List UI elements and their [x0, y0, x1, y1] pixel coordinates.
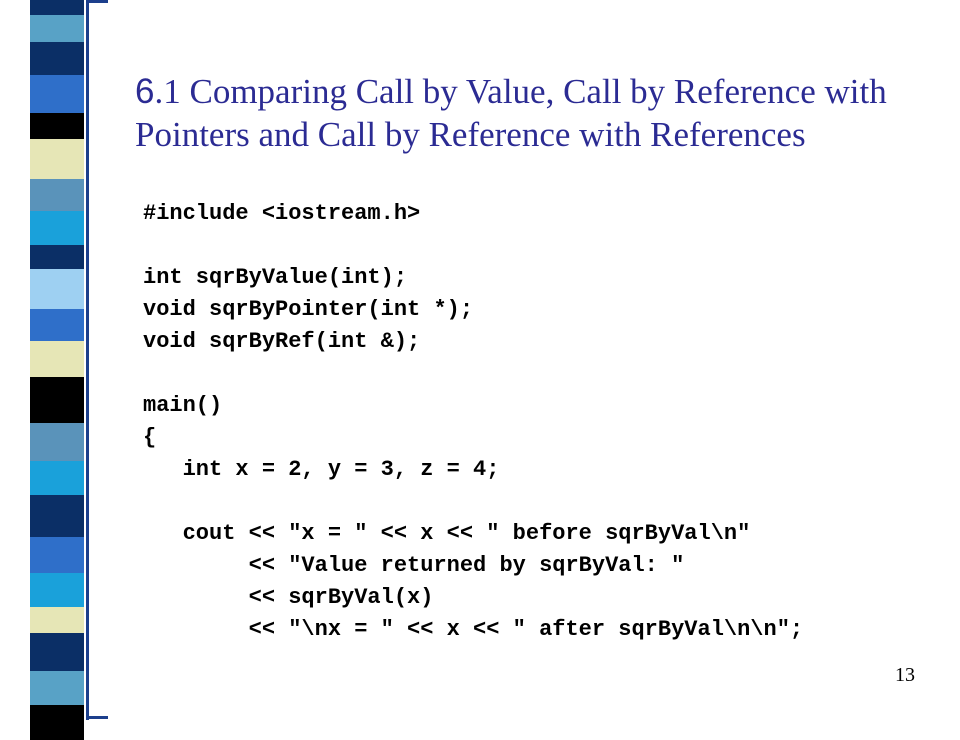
code-line: int x = 2, y = 3, z = 4; — [143, 457, 500, 482]
code-line: << "\nx = " << x << " after sqrByVal\n\n… — [143, 617, 804, 642]
decorative-stripe — [30, 269, 84, 309]
decorative-edge-line — [86, 0, 89, 720]
decorative-stripe — [30, 633, 84, 671]
slide-title-number: 6 — [135, 72, 155, 111]
decorative-stripe-bar — [30, 0, 84, 740]
code-line: void sqrByRef(int &); — [143, 329, 421, 354]
code-line: main() — [143, 393, 223, 418]
slide-number: 13 — [895, 664, 915, 686]
decorative-stripe — [30, 705, 84, 740]
code-line: #include <iostream.h> — [143, 201, 421, 226]
slide-title-text: .1 Comparing Call by Value, Call by Refe… — [135, 72, 887, 154]
code-line — [143, 486, 803, 518]
decorative-stripe — [30, 495, 84, 537]
decorative-edge-tick-top — [86, 0, 108, 3]
decorative-edge-tick-bottom — [86, 716, 108, 719]
decorative-stripe — [30, 113, 84, 139]
code-line: cout << "x = " << x << " before sqrByVal… — [143, 521, 751, 546]
decorative-stripe — [30, 423, 84, 461]
decorative-stripe — [30, 607, 84, 633]
decorative-stripe — [30, 75, 84, 113]
code-line: { — [143, 425, 157, 450]
decorative-stripe — [30, 573, 84, 607]
decorative-stripe — [30, 139, 84, 179]
slide-title: 6.1 Comparing Call by Value, Call by Ref… — [135, 70, 935, 156]
code-line — [143, 230, 803, 262]
decorative-stripe — [30, 211, 84, 245]
code-line — [143, 358, 803, 390]
decorative-stripe — [30, 377, 84, 423]
decorative-stripe — [30, 15, 84, 42]
code-line: << sqrByVal(x) — [143, 585, 434, 610]
decorative-stripe — [30, 245, 84, 269]
decorative-stripe — [30, 0, 84, 15]
decorative-stripe — [30, 179, 84, 211]
decorative-stripe — [30, 309, 84, 341]
code-line: int sqrByValue(int); — [143, 265, 408, 290]
decorative-stripe — [30, 42, 84, 75]
code-block: #include <iostream.h> int sqrByValue(int)… — [143, 198, 803, 646]
code-line: << "Value returned by sqrByVal: " — [143, 553, 685, 578]
code-line: void sqrByPointer(int *); — [143, 297, 474, 322]
decorative-stripe — [30, 671, 84, 705]
decorative-stripe — [30, 537, 84, 573]
decorative-stripe — [30, 461, 84, 495]
decorative-stripe — [30, 341, 84, 377]
